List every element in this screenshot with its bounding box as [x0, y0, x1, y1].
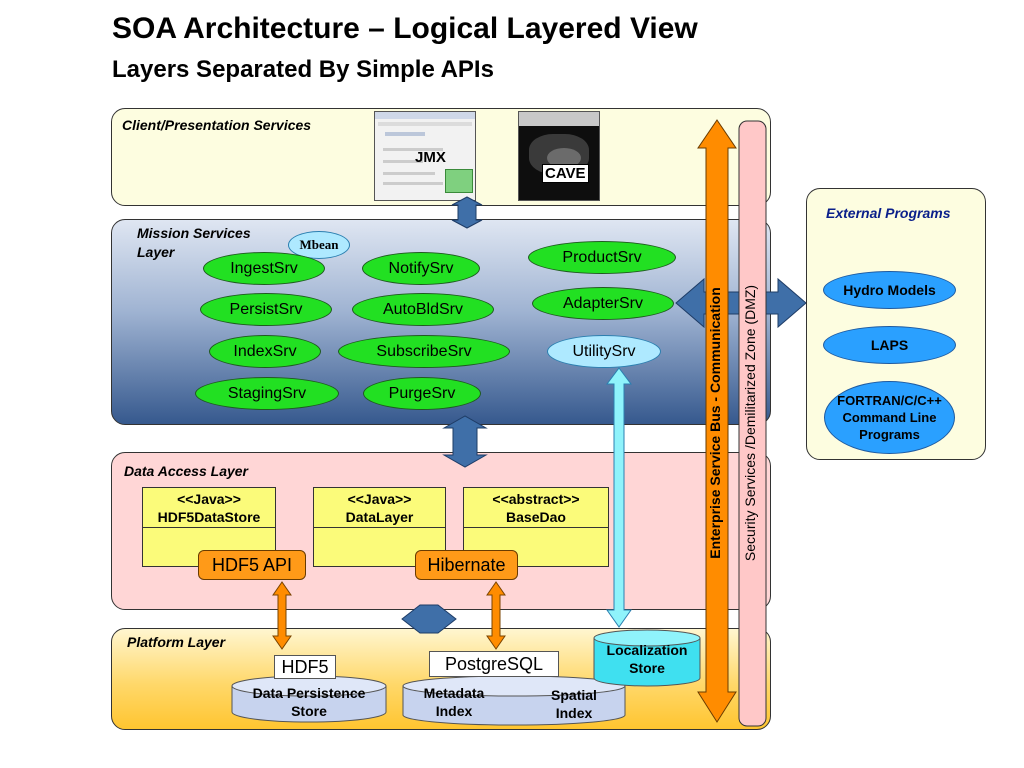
cave-label: CAVE [542, 164, 589, 183]
service-notifysrv[interactable]: NotifySrv [362, 252, 480, 285]
service-adaptersrv[interactable]: AdapterSrv [532, 287, 674, 320]
arrow-utility-localization [606, 367, 632, 628]
hdf5-tag: HDF5 [274, 655, 336, 679]
connector-mission-data [442, 415, 488, 468]
esb-arrow [697, 119, 737, 723]
service-purgesrv[interactable]: PurgeSrv [363, 377, 481, 410]
dmz-label: Security Services /Demilitarized Zone (D… [742, 284, 758, 562]
postgresql-tag: PostgreSQL [429, 651, 559, 677]
platform-layer-label: Platform Layer [127, 634, 226, 650]
data-persistence-store-label: Data Persistence Store [252, 685, 366, 719]
data-access-layer-label: Data Access Layer [124, 463, 249, 479]
jmx-screenshot: JMX [374, 111, 476, 201]
laps-oval[interactable]: LAPS [823, 326, 956, 364]
data-persistence-store-cylinder [231, 675, 387, 723]
class-name: HDF5DataStore [157, 509, 261, 525]
fortran-programs-oval[interactable]: FORTRAN/C/C++ Command Line Programs [824, 381, 955, 454]
jmx-label: JMX [415, 149, 446, 166]
cave-screenshot: CAVE [518, 111, 600, 201]
hydro-models-oval[interactable]: Hydro Models [823, 271, 956, 309]
service-stagingsrv[interactable]: StagingSrv [195, 377, 339, 410]
external-programs-title: External Programs [826, 205, 951, 221]
client-layer-label: Client/Presentation Services [122, 117, 312, 133]
service-subscribesrv[interactable]: SubscribeSrv [338, 335, 510, 368]
mission-layer-label: Mission Services Layer [137, 225, 251, 260]
diagram-subtitle: Layers Separated By Simple APIs [112, 56, 494, 83]
dmz-bar [738, 120, 767, 727]
metadata-index-label: Metadata Index [423, 685, 485, 719]
class-name: DataLayer [345, 509, 414, 525]
service-indexsrv[interactable]: IndexSrv [209, 335, 321, 368]
localization-store-cylinder [593, 629, 701, 687]
service-persistsrv[interactable]: PersistSrv [200, 293, 332, 326]
class-name: BaseDao [506, 509, 566, 525]
connector-data-platform [401, 604, 457, 634]
class-stereotype: <<Java>> [347, 491, 412, 507]
esb-label: Enterprise Service Bus - Communication [707, 287, 723, 559]
localization-store-label: Localization Store [606, 642, 688, 676]
hdf5-api-tag: HDF5 API [198, 550, 306, 580]
class-stereotype: <<abstract>> [492, 491, 580, 507]
connector-client-mission [451, 196, 483, 229]
spatial-index-label: Spatial Index [551, 687, 597, 721]
arrow-hibernate [486, 581, 506, 650]
service-autobldsrv[interactable]: AutoBldSrv [352, 293, 494, 326]
service-ingestsrv[interactable]: IngestSrv [203, 252, 325, 285]
service-productsrv[interactable]: ProductSrv [528, 241, 676, 274]
hibernate-tag: Hibernate [415, 550, 518, 580]
service-utilitysrv[interactable]: UtilitySrv [547, 335, 661, 368]
arrow-hdf5-api [272, 581, 292, 650]
class-stereotype: <<Java>> [177, 491, 241, 507]
diagram-title: SOA Architecture – Logical Layered View [112, 12, 698, 45]
